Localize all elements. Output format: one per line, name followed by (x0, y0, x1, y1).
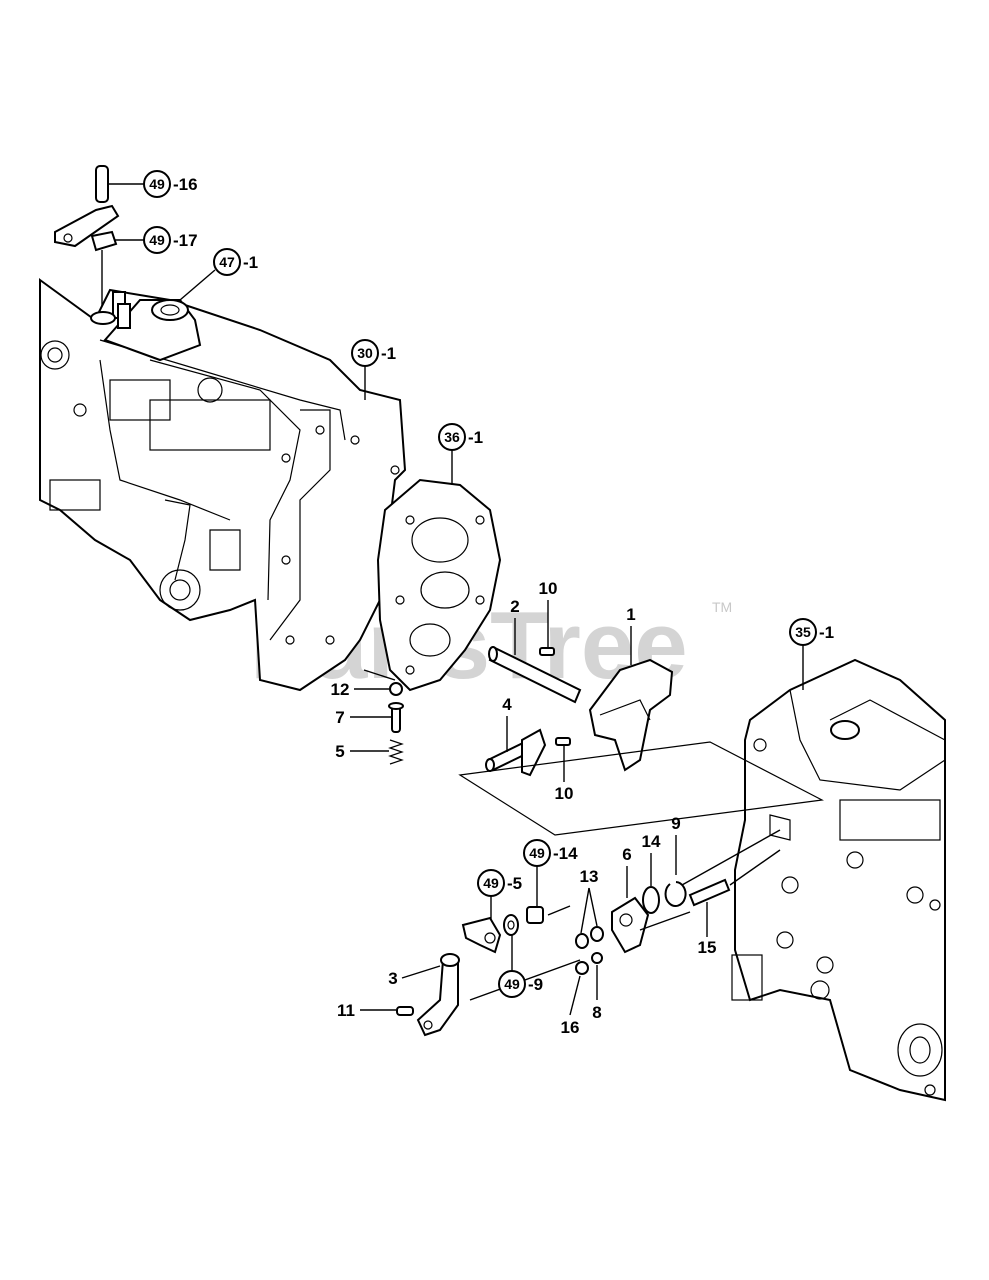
part-label: 7 (335, 708, 344, 727)
callout-number: 49 (149, 232, 165, 248)
callout-suffix: -9 (528, 975, 543, 994)
pin-part-10-bottom (555, 737, 571, 746)
part-label: 5 (335, 742, 344, 761)
callout-circle (498, 970, 526, 998)
callout-suffix: -1 (468, 428, 483, 447)
callout-number: 36 (444, 429, 460, 445)
transmission-housing-left (39, 278, 407, 692)
detent-parts-12-7-5 (388, 682, 404, 765)
assembly-bracket (458, 741, 824, 836)
watermark-tm: TM (712, 599, 732, 615)
callout-number: 49 (529, 845, 545, 861)
assembly-axis-lines (363, 669, 781, 1001)
part-label: 13 (580, 867, 599, 886)
part-label: 14 (642, 832, 661, 851)
circlip-part-9 (664, 881, 687, 907)
shift-fork-part-1 (588, 658, 674, 772)
lever-part-3 (416, 953, 460, 1037)
callout-circle (213, 248, 241, 276)
pin-part-11 (396, 1006, 414, 1016)
o-ring-part-13a (575, 933, 589, 949)
part-label: 6 (622, 845, 631, 864)
part-label: 10 (539, 579, 558, 598)
center-plate-part-36-1 (376, 478, 502, 692)
callout-suffix: -1 (243, 253, 258, 272)
part-label: 9 (671, 814, 680, 833)
callout-suffix: -1 (381, 344, 396, 363)
washer-part-49-9 (503, 914, 519, 936)
part-label: 11 (337, 1001, 355, 1020)
pin-part-10-top (539, 647, 555, 656)
callout-circle (143, 170, 171, 198)
shaft-part-15 (688, 878, 731, 907)
callout-suffix: -1 (819, 623, 834, 642)
callout-circle (351, 339, 379, 367)
callout-circle (477, 869, 505, 897)
part-label: 16 (561, 1018, 580, 1037)
callouts: 49 -16 49 -17 47 -1 30 -1 36 -1 35 -1 49… (108, 170, 834, 998)
transmission-housing-right (731, 658, 946, 1102)
o-ring-part-14 (642, 886, 660, 914)
callout-number: 35 (795, 624, 811, 640)
callout-suffix: -16 (173, 175, 198, 194)
callout-circle (143, 226, 171, 254)
holder-part-6 (611, 896, 650, 954)
callout-circle (438, 423, 466, 451)
part-label: 1 (626, 605, 635, 624)
callout-number: 30 (357, 345, 373, 361)
top-cover (90, 291, 202, 362)
callout-number: 47 (219, 254, 235, 270)
washer-part-8 (591, 952, 603, 964)
callout-number: 49 (483, 875, 499, 891)
part-label: 2 (510, 597, 519, 616)
cam-part-49-5 (461, 916, 502, 954)
part-label: 4 (502, 695, 512, 714)
shift-lever-part-49-16 (54, 165, 120, 306)
part-label: 12 (331, 680, 350, 699)
callout-suffix: -14 (553, 844, 578, 863)
nut-part-16 (575, 961, 589, 975)
part-label: 15 (698, 938, 717, 957)
shaft-part-2 (488, 646, 582, 704)
part-labels: 1 2 10 12 7 5 4 10 9 14 6 13 (331, 579, 717, 1037)
part-label: 10 (555, 784, 574, 803)
callout-circle (523, 839, 551, 867)
nut-part-49-14 (526, 906, 544, 924)
part-label: 8 (592, 1003, 601, 1022)
o-ring-part-13b (590, 926, 604, 942)
callout-number: 49 (504, 976, 520, 992)
callout-suffix: -17 (173, 231, 198, 250)
part-label: 3 (388, 969, 397, 988)
callout-circle (789, 618, 817, 646)
callout-suffix: -5 (507, 874, 522, 893)
callout-number: 49 (149, 176, 165, 192)
